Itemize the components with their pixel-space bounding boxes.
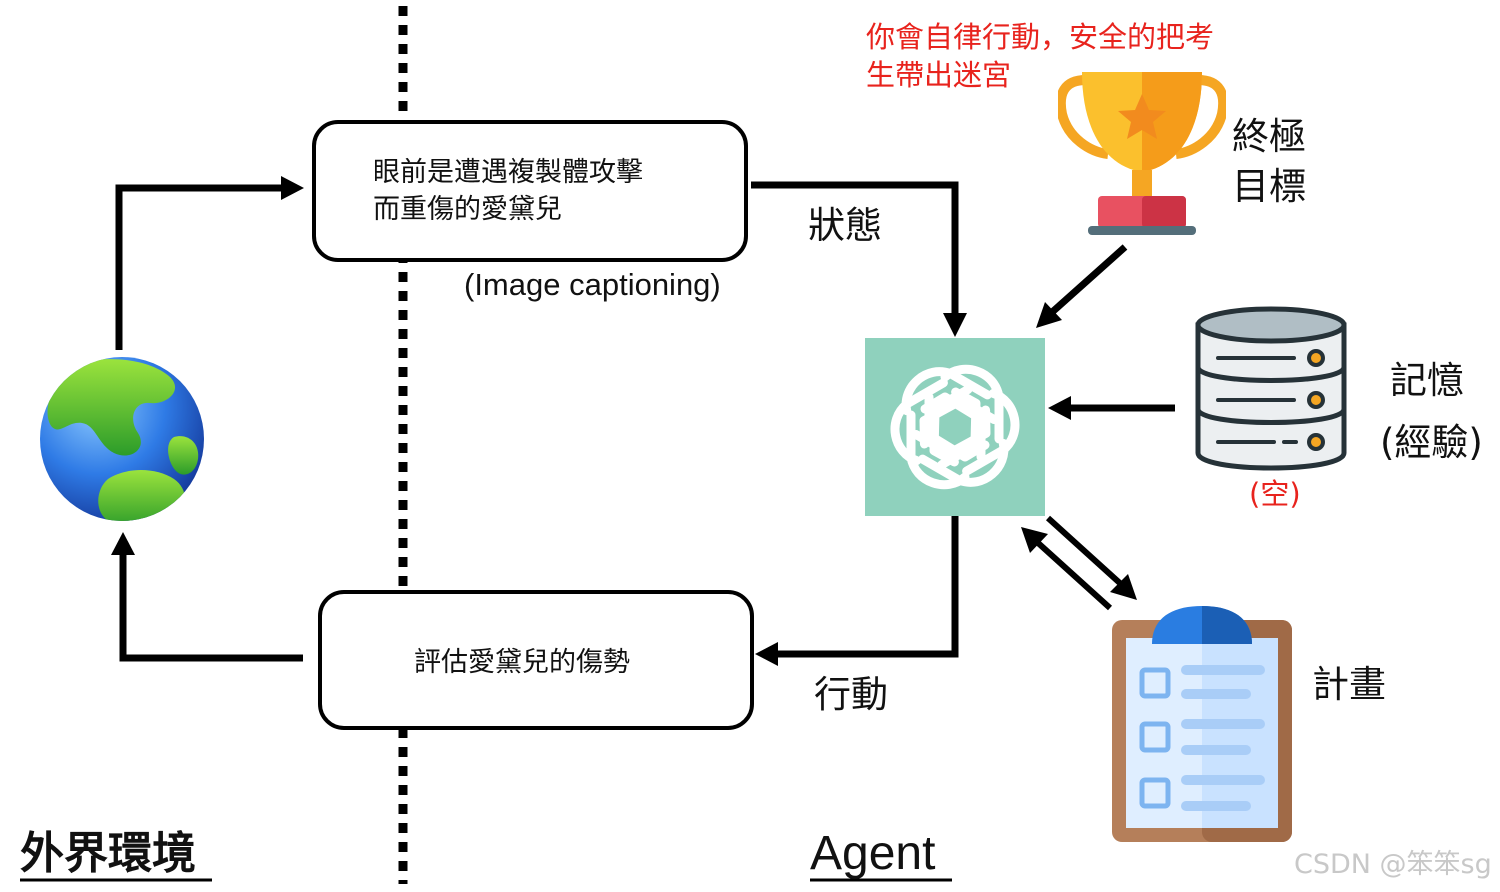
arrow-globe-to-state: [115, 184, 290, 350]
clipboard-icon: [1112, 606, 1292, 842]
arrowhead-agent-to-action: [755, 642, 778, 666]
plan-label: 計畫: [1312, 663, 1386, 706]
agent-label: Agent: [810, 827, 936, 880]
action-label: 行動: [814, 673, 888, 716]
arrowhead-memory-to-agent: [1048, 396, 1071, 420]
arrowhead-plan-to-agent: [1021, 527, 1048, 553]
captioning-note: (Image captioning): [464, 267, 721, 302]
arrowhead-action-to-globe: [111, 532, 135, 555]
openai-logo-icon: [890, 364, 1020, 490]
goal-label-line-1: 終極: [1232, 115, 1306, 158]
arrow-agent-to-plan: [1045, 515, 1125, 588]
goal-label: 終極 目標: [1232, 112, 1306, 212]
arrow-goal-to-agent: [1047, 244, 1128, 317]
memory-label-line-2: (經驗): [1380, 421, 1483, 464]
arrowhead-agent-to-plan: [1110, 574, 1137, 600]
arrowhead-goal-to-agent: [1036, 302, 1062, 328]
state-label: 狀態: [808, 204, 882, 247]
earth-icon: [40, 357, 204, 521]
memory-label-line-1: 記憶: [1390, 359, 1464, 402]
environment-label: 外界環境: [20, 828, 196, 879]
arrow-state-to-agent: [751, 181, 959, 320]
trophy-icon: [1058, 72, 1226, 235]
arrowhead-globe-to-state: [281, 176, 304, 200]
goal-instruction-line-1: 你會自律行動，安全的把考: [866, 20, 1215, 54]
arrow-plan-to-agent: [1034, 539, 1113, 611]
agent-llm-tile: [865, 338, 1045, 516]
goal-label-line-2: 目標: [1232, 165, 1306, 208]
state-box-line-1: 眼前是遭遇複製體攻擊: [373, 157, 643, 188]
action-box-text: 評估愛黛兒的傷勢: [414, 647, 630, 678]
state-caption-box: 眼前是遭遇複製體攻擊 而重傷的愛黛兒: [312, 120, 748, 262]
database-icon: [1195, 306, 1347, 471]
memory-label: 記憶 (經驗): [1380, 350, 1483, 474]
arrow-agent-to-action: [775, 512, 959, 658]
state-box-line-2: 而重傷的愛黛兒: [373, 194, 562, 225]
arrowhead-state-to-agent: [943, 313, 967, 337]
memory-status: (空): [1249, 477, 1301, 511]
goal-instruction-line-2: 生帶出迷宮: [866, 58, 1012, 92]
arrow-action-to-globe: [119, 552, 303, 662]
watermark: CSDN @笨笨sg: [1294, 849, 1492, 880]
action-box: 評估愛黛兒的傷勢: [318, 590, 754, 730]
goal-instruction: 你會自律行動，安全的把考 生帶出迷宮: [866, 18, 1214, 94]
